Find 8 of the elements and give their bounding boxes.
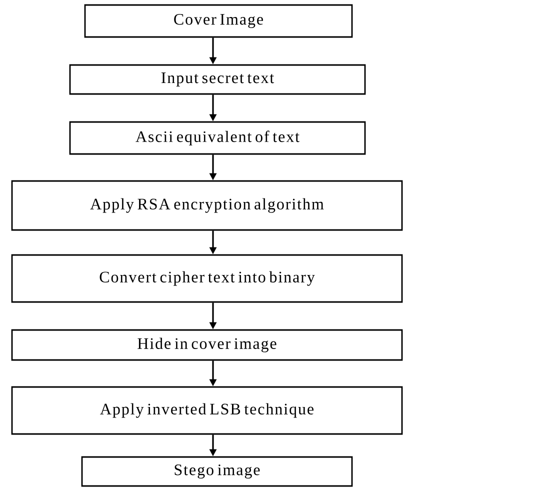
- process-box: Cover Image: [84, 4, 353, 38]
- process-box: Stego image: [81, 456, 353, 487]
- process-box: Hide in cover image: [11, 329, 403, 361]
- process-box: Ascii equivalent of text: [69, 121, 366, 155]
- process-box: Apply inverted LSB technique: [11, 386, 403, 435]
- process-box: Input secret text: [69, 64, 366, 95]
- process-box: Convert cipher text into binary: [11, 254, 403, 303]
- process-box: Apply RSA encryption algorithm: [11, 180, 403, 231]
